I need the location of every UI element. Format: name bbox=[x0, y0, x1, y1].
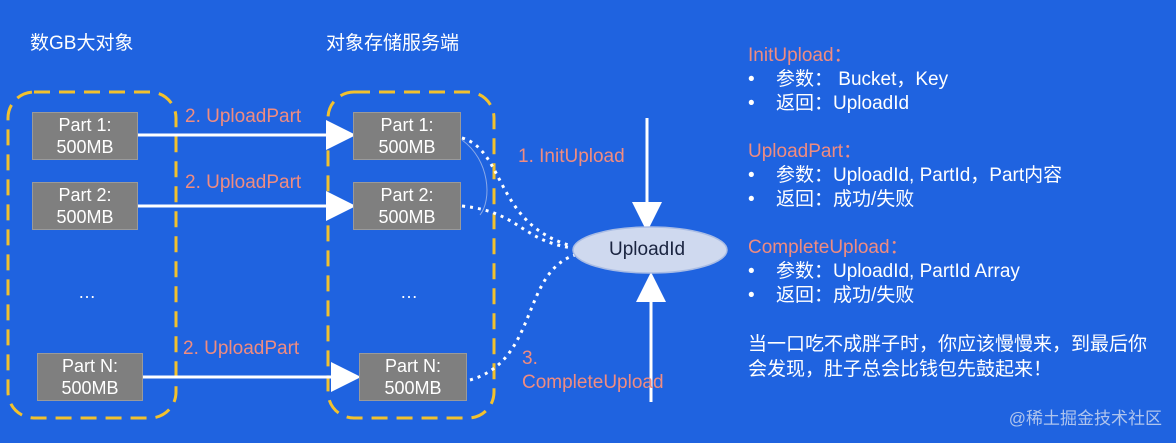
server-group-border bbox=[326, 90, 496, 420]
bullet-text: 返回：成功/失败 bbox=[776, 285, 915, 306]
section-title: CompleteUpload： bbox=[748, 237, 909, 258]
bullet-item: • 参数：UploadId, PartId Array bbox=[748, 260, 1176, 284]
part-size: 500MB bbox=[56, 137, 114, 157]
watermark: @稀土掘金技术社区 bbox=[1008, 409, 1162, 428]
bullet-item: • 返回：成功/失败 bbox=[748, 188, 1176, 212]
summary-note: 当一口吃不成胖子时，你应该慢慢来，到最后你 会发现，肚子总会比钱包先鼓起来！ bbox=[748, 332, 1176, 382]
server-ellipsis: … bbox=[400, 282, 418, 302]
complete-upload-label-num: 3. bbox=[522, 348, 538, 369]
part-name: Part 1: bbox=[380, 115, 434, 135]
dotted-link-2 bbox=[461, 204, 573, 250]
part-name: Part N: bbox=[384, 356, 441, 376]
client-part-n: Part N: 500MB bbox=[37, 353, 143, 401]
upload-part-label-2: 2. UploadPart bbox=[185, 172, 302, 193]
part-name: Part N: bbox=[61, 356, 118, 376]
client-ellipsis: … bbox=[78, 282, 96, 302]
server-part-1: Part 1: 500MB bbox=[353, 112, 461, 160]
bullet-dot: • bbox=[748, 261, 755, 282]
upload-part-label-n: 2. UploadPart bbox=[183, 338, 300, 359]
bullet-item: • 返回：成功/失败 bbox=[748, 284, 1176, 308]
init-upload-section: InitUpload： • 参数： Bucket，Key • 返回：UploadId bbox=[748, 44, 1176, 116]
part-name: Part 2: bbox=[58, 185, 112, 205]
bullet-text: 参数：UploadId, PartId Array bbox=[776, 261, 1020, 282]
upload-part-section: UploadPart： •参数：UploadId, PartId，Part内容 … bbox=[748, 140, 1176, 212]
part-name: Part 2: bbox=[380, 185, 434, 205]
bullet-dot: • bbox=[748, 69, 755, 90]
client-title: 数GB大对象 bbox=[30, 33, 134, 54]
client-part-2: Part 2: 500MB bbox=[32, 182, 138, 230]
dotted-link-n bbox=[469, 252, 579, 382]
bullet-dot: • bbox=[748, 285, 755, 306]
part-size: 500MB bbox=[56, 207, 114, 227]
server-title: 对象存储服务端 bbox=[326, 33, 460, 54]
bullet-dot: • bbox=[748, 189, 755, 210]
init-upload-label: 1. InitUpload bbox=[518, 146, 625, 167]
part-size: 500MB bbox=[61, 378, 119, 398]
note-line: 会发现，肚子总会比钱包先鼓起来！ bbox=[748, 359, 1053, 380]
part-size: 500MB bbox=[378, 207, 436, 227]
note-line: 当一口吃不成胖子时，你应该慢慢来，到最后你 bbox=[748, 334, 1148, 355]
bullet-dot: • bbox=[748, 93, 755, 114]
section-title: UploadPart： bbox=[748, 141, 863, 162]
bullet-text: 参数：UploadId, PartId，Part内容 bbox=[776, 165, 1063, 186]
section-title: InitUpload： bbox=[748, 45, 853, 66]
thin-curve bbox=[461, 139, 488, 216]
part-size: 500MB bbox=[378, 137, 436, 157]
part-name: Part 1: bbox=[58, 115, 112, 135]
bullet-item: • 参数：UploadId, PartId，Part内容 bbox=[748, 164, 1176, 188]
client-part-1: Part 1: 500MB bbox=[32, 112, 138, 160]
upload-id-label: UploadId bbox=[609, 239, 686, 260]
complete-upload-label: CompleteUpload bbox=[522, 372, 664, 393]
part-size: 500MB bbox=[384, 378, 442, 398]
bullet-dot: • bbox=[748, 165, 755, 186]
bullet-text: 返回：UploadId bbox=[776, 93, 910, 114]
server-part-n: Part N: 500MB bbox=[359, 353, 467, 401]
complete-upload-section: CompleteUpload： • 参数：UploadId, PartId Arr… bbox=[748, 236, 1176, 308]
upload-part-label-1: 2. UploadPart bbox=[185, 106, 302, 127]
bullet-item: • 参数： Bucket，Key bbox=[748, 68, 1176, 92]
server-part-2: Part 2: 500MB bbox=[353, 182, 461, 230]
api-description-panel: InitUpload： • 参数： Bucket，Key • 返回：UploadId… bbox=[748, 44, 1176, 382]
bullet-item: • 返回：UploadId bbox=[748, 92, 1176, 116]
bullet-text: 参数： Bucket，Key bbox=[776, 69, 949, 90]
bullet-text: 返回：成功/失败 bbox=[776, 189, 915, 210]
client-group-border bbox=[6, 90, 178, 420]
upload-id-ellipse bbox=[572, 226, 728, 274]
